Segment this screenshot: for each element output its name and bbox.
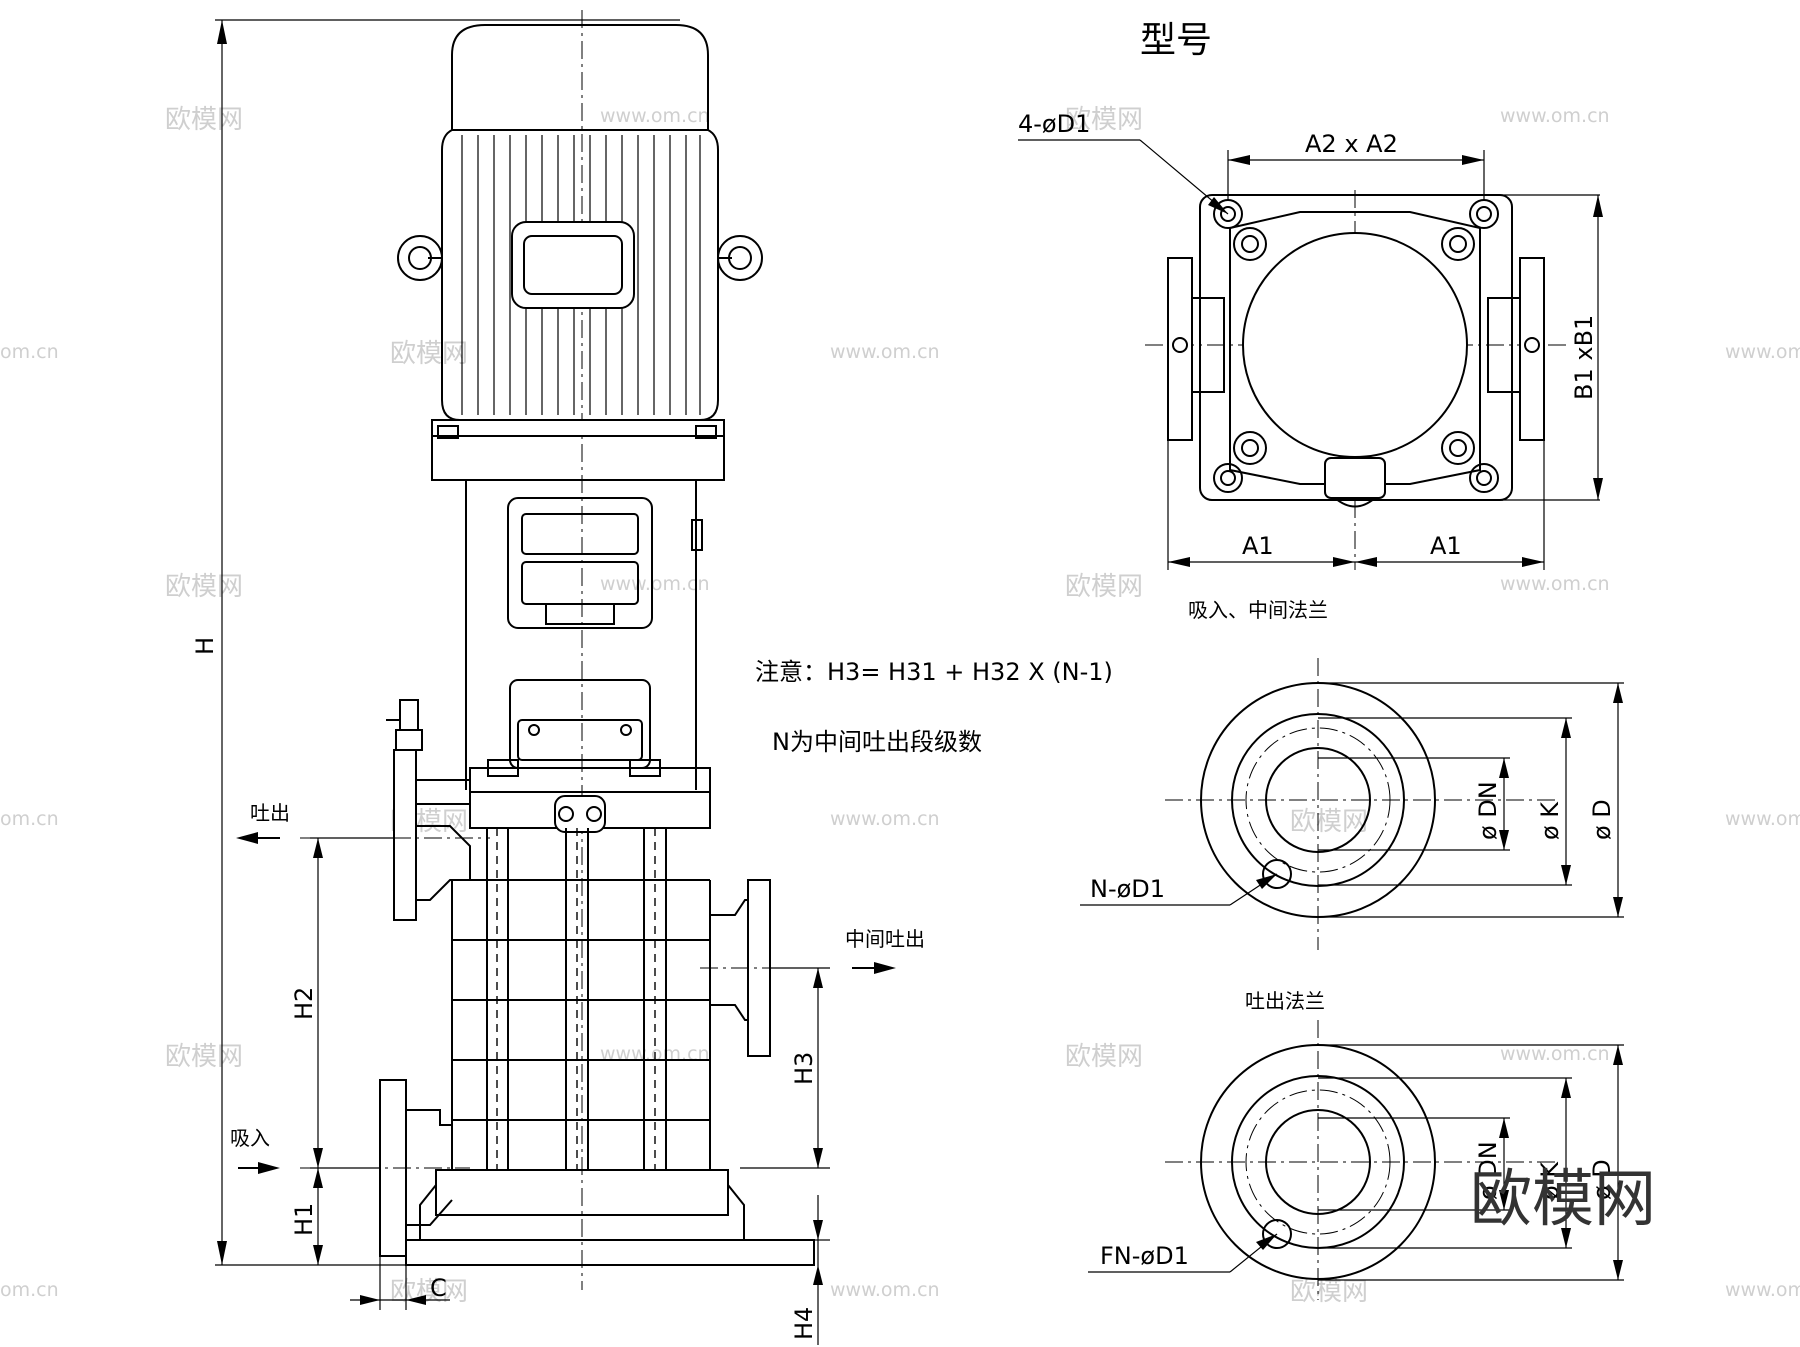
outlet-dn-label: ø DN [1474,1141,1502,1200]
watermark-url: www.om.cn [1500,105,1610,127]
watermark-url: www.om.cn [1725,341,1800,363]
watermark-layer: 欧模网 www.om.cn 欧模网 www.om.cn om.cn 欧模网 ww… [0,105,1800,1307]
outlet-d-label: ø D [1588,1159,1616,1200]
watermark-brand: 欧模网 [165,572,243,602]
dim-label-h4: H4 [790,1307,818,1340]
watermark-url: www.om.cn [830,341,940,363]
outlet-holes-label: FN-øD1 [1100,1242,1189,1270]
watermark-brand: 欧模网 [1290,807,1368,837]
dim-label-c: C [430,1274,447,1302]
suction-holes-label: N-øD1 [1090,875,1165,903]
suction-d-label: ø D [1588,799,1616,840]
dim-label-b1xb1: B1 xB1 [1570,315,1598,400]
watermark-brand: 欧模网 [390,1277,468,1307]
pump-elevation: H [191,10,925,1345]
dim-label-a2xa2: A2 x A2 [1305,130,1398,158]
watermark-brand: 欧模网 [165,1042,243,1072]
watermark-url: www.om.cn [830,808,940,830]
watermark-brand-large: 欧模网 [1470,1162,1656,1235]
outlet-flange-view: ø DN ø K ø D FN-øD1 [1088,1020,1624,1300]
watermark-url: www.om.cn [1725,808,1800,830]
watermark-brand: 欧模网 [390,339,468,369]
dim-label-h3: H3 [790,1052,818,1085]
suction-flange-view: ø DN ø K ø D N-øD1 [1080,658,1624,950]
watermark-url: www.om.cn [600,105,710,127]
dim-label-a1-right: A1 [1430,532,1462,560]
watermark-brand: 欧模网 [1065,1042,1143,1072]
watermark-url: om.cn [0,808,59,830]
watermark-brand: 欧模网 [1065,105,1143,135]
outlet-flange-caption: 吐出法兰 [1245,989,1325,1013]
watermark-brand: 欧模网 [1065,572,1143,602]
dim-label-h1: H1 [290,1203,318,1236]
note-line-1: 注意：H3= H31 + H32 X (N-1) [755,658,1113,686]
watermark-url: www.om.cn [1500,1043,1610,1065]
plan-view: A2 x A2 B1 xB1 A1 A1 4-øD1 吸入、中间法兰 [1018,110,1603,622]
middle-outlet-label: 中间吐出 [845,927,925,951]
suction-flange-caption: 吸入、中间法兰 [1188,598,1328,622]
dim-label-h: H [191,637,219,655]
watermark-brand: 欧模网 [165,105,243,135]
watermark-url: www.om.cn [830,1279,940,1301]
watermark-url: om.cn [0,341,59,363]
suction-dn-label: ø DN [1474,781,1502,840]
dim-label-a1-left: A1 [1242,532,1274,560]
outlet-k-label: ø K [1536,1161,1564,1200]
note-line-2: N为中间吐出段级数 [772,728,982,756]
model-title: 型号 [1140,20,1212,61]
inlet-label: 吸入 [230,1126,270,1150]
watermark-url: www.om.cn [600,573,710,595]
watermark-url: om.cn [0,1279,59,1301]
dim-label-h2: H2 [290,987,318,1020]
watermark-brand: 欧模网 [1290,1277,1368,1307]
bolt-holes-label: 4-øD1 [1018,110,1090,138]
outlet-label: 吐出 [250,801,290,825]
watermark-url: www.om.cn [1725,1279,1800,1301]
suction-k-label: ø K [1536,801,1564,840]
watermark-url: www.om.cn [1500,573,1610,595]
